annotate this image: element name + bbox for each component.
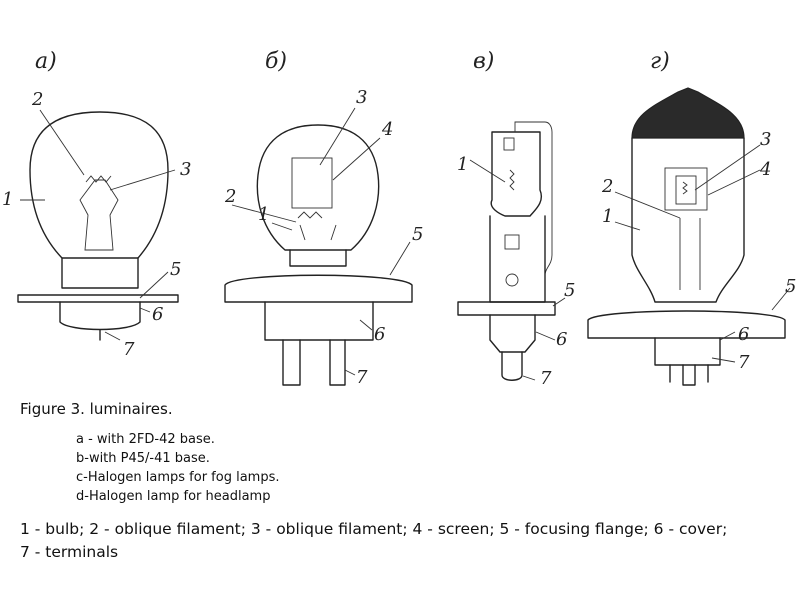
variant-b: b-with P45/-41 base. (76, 451, 210, 466)
lamp-d-terminals (669, 364, 709, 386)
variant-c: c-Halogen lamps for fog lamps. (76, 470, 280, 485)
lamp-c-lead (514, 121, 553, 276)
callout-a-1: 1 (2, 189, 13, 210)
lamp-a-neck (61, 257, 139, 289)
callout-c-5: 5 (564, 280, 575, 301)
lamp-b: б) 2 1 3 4 5 6 7 (224, 49, 423, 388)
lamp-a-filament-support (79, 179, 119, 251)
callout-c-7: 7 (540, 368, 552, 389)
variant-a: a - with 2FD-42 base. (76, 432, 215, 447)
callout-b-3: 3 (356, 87, 367, 108)
panel-label-d: г) (650, 49, 670, 74)
lamp-a: а) 2 3 1 5 6 7 (2, 49, 191, 360)
callout-d-7: 7 (738, 352, 750, 373)
lamp-d-capsule (675, 175, 697, 205)
lamp-a-cap (59, 301, 141, 331)
lamp-d-flange (587, 310, 786, 339)
lamp-d-bulb (631, 137, 745, 303)
lamp-c-flange (457, 301, 556, 316)
lamp-d-screen (664, 167, 708, 211)
callout-d-3: 3 (760, 129, 771, 150)
lamp-d-filament (679, 181, 701, 290)
callout-c-6: 6 (556, 329, 567, 350)
lamp-b-terminals (282, 339, 346, 386)
lamp-a-flange (17, 294, 179, 303)
legend-line-1: 1 - bulb; 2 - oblique filament; 3 - obli… (20, 520, 728, 538)
lamp-c-mark (505, 273, 519, 287)
callout-b-1: 1 (258, 204, 269, 225)
callout-d-4: 4 (759, 159, 771, 180)
callout-b-4: 4 (381, 119, 393, 140)
lamp-c-socket (489, 314, 536, 353)
variant-list: a - with 2FD-42 base. b-with P45/-41 bas… (76, 430, 790, 506)
lamp-c-window (504, 234, 520, 250)
callout-b-5: 5 (412, 224, 423, 245)
lamp-c-filament (509, 169, 515, 191)
callout-a-3: 3 (180, 159, 191, 180)
callout-a-2: 2 (31, 89, 43, 110)
lamp-b-flange (224, 274, 413, 303)
lamp-c-body (489, 215, 546, 303)
lamp-c-tip (503, 137, 515, 151)
lamp-c-terminal (501, 351, 523, 381)
lamp-c-capsule (490, 131, 542, 217)
lamp-a-bulb (29, 111, 169, 259)
figure-caption: Figure 3. luminaires. a - with 2FD-42 ba… (20, 400, 790, 564)
panel-label-b: б) (265, 49, 287, 74)
lamp-a-filament (85, 175, 112, 183)
callout-b-7: 7 (356, 367, 368, 388)
parts-legend: 1 - bulb; 2 - oblique filament; 3 - obli… (20, 518, 790, 564)
lamp-diagram: а) 2 3 1 5 6 7 б) 2 (0, 40, 800, 395)
callout-b-6: 6 (374, 324, 385, 345)
callout-a-5: 5 (170, 259, 181, 280)
lamp-b-filament (297, 211, 337, 241)
lamp-c: в) 1 5 6 7 (457, 49, 575, 389)
figure-title: Figure 3. luminaires. (20, 400, 173, 418)
callout-d-6: 6 (738, 324, 749, 345)
panel-label-c: в) (473, 49, 494, 74)
callout-a-6: 6 (152, 304, 163, 325)
variant-d: d-Halogen lamp for headlamp (76, 489, 271, 504)
lamp-b-screen (291, 157, 333, 209)
callout-b-2: 2 (224, 186, 236, 207)
lamp-illustration: а) 2 3 1 5 6 7 б) 2 (2, 49, 796, 389)
callout-c-1: 1 (457, 154, 468, 175)
lamp-b-base (264, 301, 374, 341)
lamp-b-bulb (256, 124, 380, 251)
panel-label-a: а) (35, 49, 57, 74)
callout-d-5: 5 (785, 276, 796, 297)
callout-d-1: 1 (602, 206, 613, 227)
callout-d-2: 2 (601, 176, 613, 197)
lamp-d-cap (631, 87, 745, 139)
callout-a-7: 7 (123, 339, 135, 360)
lamp-d-base (654, 337, 721, 366)
lamp-d: г) 3 4 2 1 5 6 7 (587, 49, 796, 386)
lamp-b-neck (289, 249, 347, 267)
legend-line-2: 7 - terminals (20, 543, 119, 561)
